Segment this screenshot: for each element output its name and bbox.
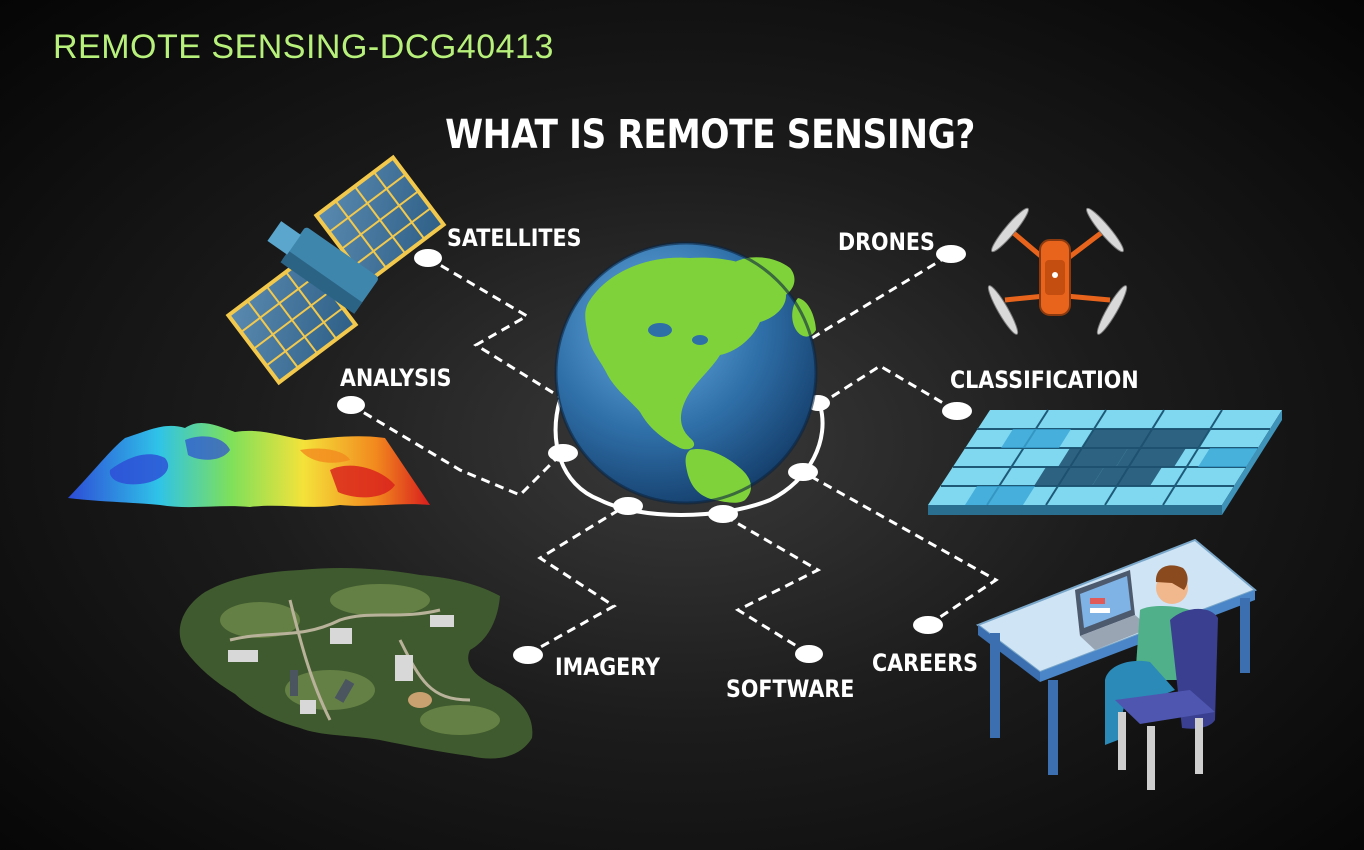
label-careers: CAREERS	[872, 649, 978, 677]
ring-node-4	[788, 463, 818, 481]
node-classification	[942, 402, 972, 420]
label-imagery: IMAGERY	[555, 653, 660, 681]
drone-icon	[987, 207, 1128, 335]
main-heading: WHAT IS REMOTE SENSING?	[445, 112, 975, 158]
connector-software	[722, 513, 822, 655]
connector-classification	[821, 364, 956, 412]
classification-grid-icon	[928, 409, 1282, 515]
analysis-heatmap-surface-icon	[68, 423, 430, 508]
ring-node-1	[548, 444, 578, 462]
connector-lines	[350, 254, 999, 656]
label-satellites: SATELLITES	[447, 224, 582, 252]
label-analysis: ANALYSIS	[340, 364, 452, 392]
node-software	[795, 645, 823, 663]
ring-node-2	[613, 497, 643, 515]
label-classification: CLASSIFICATION	[950, 366, 1139, 394]
node-analysis	[337, 396, 365, 414]
connector-drones	[811, 254, 949, 340]
label-software: SOFTWARE	[726, 675, 855, 703]
connector-careers	[802, 470, 999, 627]
node-satellites	[414, 249, 442, 267]
career-desk-person-icon	[975, 538, 1257, 790]
aerial-imagery-icon	[179, 567, 533, 759]
course-title: REMOTE SENSING-DCG40413	[53, 28, 554, 66]
node-imagery	[513, 646, 543, 664]
node-drones	[936, 245, 966, 263]
connector-nodes	[337, 245, 972, 664]
connector-analysis	[350, 403, 564, 497]
globe-ring	[553, 399, 825, 517]
label-drones: DRONES	[838, 228, 935, 256]
satellite-icon	[225, 154, 447, 386]
earth-globe-icon	[554, 241, 818, 505]
ring-node-3	[708, 505, 738, 523]
connector-imagery	[527, 503, 628, 656]
node-careers	[913, 616, 943, 634]
